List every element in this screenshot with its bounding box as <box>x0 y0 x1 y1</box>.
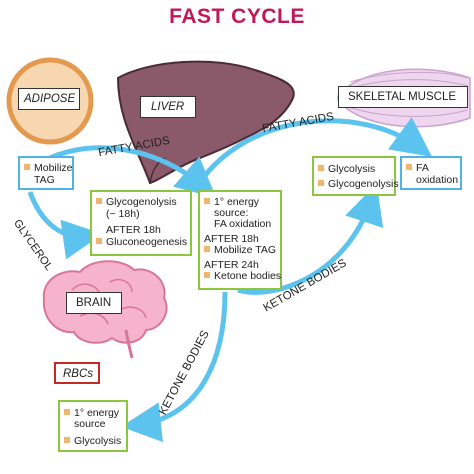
rbcs-label: RBCs <box>63 368 94 380</box>
liver-label-box: LIVER <box>140 96 196 118</box>
skeletal-muscle-label-box: SKELETAL MUSCLE <box>338 86 468 108</box>
arrow-glycerol <box>27 191 103 260</box>
glycogenolysis-duration-text: (~ 18h) <box>106 208 140 220</box>
adipose-mobilize-text: Mobilize <box>34 162 73 174</box>
brain-rbc-box: 1° energy source Glycolysis <box>58 400 128 452</box>
glycogenolysis-text: Glycogenolysis <box>106 196 177 208</box>
muscle-oxidation-text: oxidation <box>416 174 459 186</box>
bullet-icon <box>64 437 70 443</box>
brain-glycolysis-text: Glycolysis <box>74 435 122 447</box>
brain-label: BRAIN <box>76 297 112 309</box>
brain-energy-source-text: 1° energy <box>74 407 120 419</box>
muscle-fa-oxidation-box: FA oxidation <box>400 156 462 190</box>
bullet-icon <box>204 198 210 204</box>
muscle-glycogenolysis-text: Glycogenolysis <box>328 178 399 190</box>
liver-energy-box: 1° energy source: FA oxidation AFTER 18h… <box>198 190 282 290</box>
muscle-glucose-box: Glycolysis Glycogenolysis <box>312 156 399 196</box>
liver-source-text: source: <box>214 207 249 219</box>
bullet-icon <box>96 238 102 244</box>
skeletal-muscle-label: SKELETAL MUSCLE <box>348 91 457 103</box>
arrow-ketone-bodies-muscle <box>237 183 384 295</box>
adipose-label: ADIPOSE <box>24 93 76 105</box>
bullet-icon <box>204 272 210 278</box>
arrow-ketone-bodies-brain <box>121 291 228 443</box>
bullet-icon <box>406 164 412 170</box>
gluconeogenesis-text: Gluconeogenesis <box>106 236 188 248</box>
brain-source-text: source <box>74 418 106 430</box>
bullet-icon <box>64 409 70 415</box>
bullet-icon <box>318 165 324 171</box>
liver-fa-oxidation-text: FA oxidation <box>214 218 272 230</box>
brain-label-box: BRAIN <box>66 292 122 314</box>
liver-energy-source-text: 1° energy <box>214 196 260 208</box>
bullet-icon <box>318 180 324 186</box>
adipose-tag-text: TAG <box>34 174 55 186</box>
bullet-icon <box>204 246 210 252</box>
muscle-glycolysis-text: Glycolysis <box>328 163 376 175</box>
rbcs-label-box: RBCs <box>54 362 100 384</box>
after-18h-text: AFTER 18h <box>106 224 161 236</box>
liver-after-24h-text: AFTER 24h <box>204 259 259 271</box>
liver-mobilize-tag-text: Mobilize TAG <box>214 244 277 256</box>
liver-glucose-box: Glycogenolysis (~ 18h) AFTER 18h Glucone… <box>90 190 192 256</box>
liver-ketone-bodies-text: Ketone bodies <box>214 270 282 282</box>
adipose-process-box: Mobilize TAG <box>18 156 74 190</box>
bullet-icon <box>24 164 30 170</box>
liver-after-18h-text: AFTER 18h <box>204 233 259 245</box>
muscle-fa-text: FA <box>416 162 429 174</box>
liver-label: LIVER <box>151 101 185 113</box>
arrow-fatty-acids-muscle <box>197 117 433 184</box>
bullet-icon <box>96 198 102 204</box>
adipose-label-box: ADIPOSE <box>18 88 80 110</box>
arrow-fatty-acids-liver <box>40 145 217 198</box>
page-title: FAST CYCLE <box>169 5 305 28</box>
